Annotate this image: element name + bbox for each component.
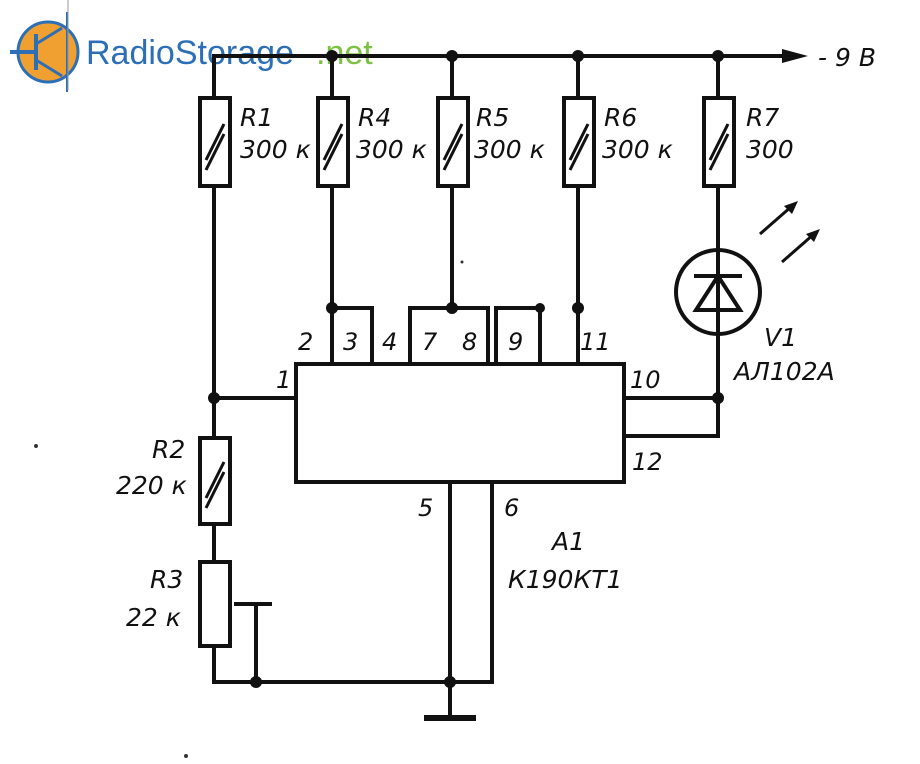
v1-ref: V1 <box>764 323 797 352</box>
ic-a1: 2 3 4 7 8 9 11 1 10 12 5 6 A1 К190КТ1 <box>276 328 663 594</box>
pin-11-label: 11 <box>580 328 611 356</box>
r1-value: 300 к <box>240 135 311 164</box>
potentiometer-r3: R3 22 к <box>126 560 272 684</box>
resistor-r5: R5 300 к <box>436 54 545 310</box>
resistor-r7: R7 300 <box>702 54 794 252</box>
r7-ref: R7 <box>746 103 779 132</box>
resistor-r4: R4 300 к <box>316 54 427 310</box>
supply-label: - 9 В <box>818 43 876 72</box>
pin-7-label: 7 <box>422 328 438 356</box>
resistor-r6: R6 300 к <box>562 54 673 310</box>
v1-part: АЛ102А <box>732 357 835 386</box>
scan-artifacts <box>34 0 464 758</box>
r4-ref: R4 <box>358 103 391 132</box>
r2-value: 220 к <box>116 471 187 500</box>
r5-value: 300 к <box>474 135 545 164</box>
pin-5-label: 5 <box>418 494 433 522</box>
pin-12-wire <box>622 396 720 438</box>
r2-ref: R2 <box>152 435 185 464</box>
r6-ref: R6 <box>604 103 637 132</box>
r7-value: 300 <box>746 135 794 164</box>
pin-10-label: 10 <box>630 366 661 394</box>
led-v1: V1 АЛ102А <box>674 201 835 438</box>
pin-wiring <box>326 302 584 366</box>
r3-ref: R3 <box>150 565 183 594</box>
supply-rail: - 9 В <box>212 43 876 100</box>
transistor-logo-icon <box>10 12 80 92</box>
pin-8-label: 8 <box>462 328 477 356</box>
a1-ref: A1 <box>550 527 585 556</box>
r4-value: 300 к <box>356 135 427 164</box>
a1-part: К190КТ1 <box>508 565 622 594</box>
pin-1-label: 1 <box>276 366 291 394</box>
pin-4-label: 4 <box>382 328 397 356</box>
pin-6-label: 6 <box>504 494 519 522</box>
pin-3-label: 3 <box>343 328 358 356</box>
resistor-r2: R2 220 к <box>116 396 232 564</box>
ground-bus <box>212 480 494 721</box>
pin-9-label: 9 <box>508 328 523 356</box>
resistor-r1: R1 300 к <box>198 54 311 400</box>
r5-ref: R5 <box>476 103 509 132</box>
light-emission-arrows-icon <box>759 201 820 264</box>
r1-ref: R1 <box>240 103 273 132</box>
watermark: RadioStorage .net <box>10 12 373 92</box>
watermark-text-domain: .net <box>316 34 373 72</box>
watermark-text-main: RadioStorage <box>86 34 294 72</box>
pin-12-label: 12 <box>632 448 663 476</box>
pin-2-label: 2 <box>298 328 313 356</box>
r3-value: 22 к <box>126 603 181 632</box>
r6-value: 300 к <box>602 135 673 164</box>
